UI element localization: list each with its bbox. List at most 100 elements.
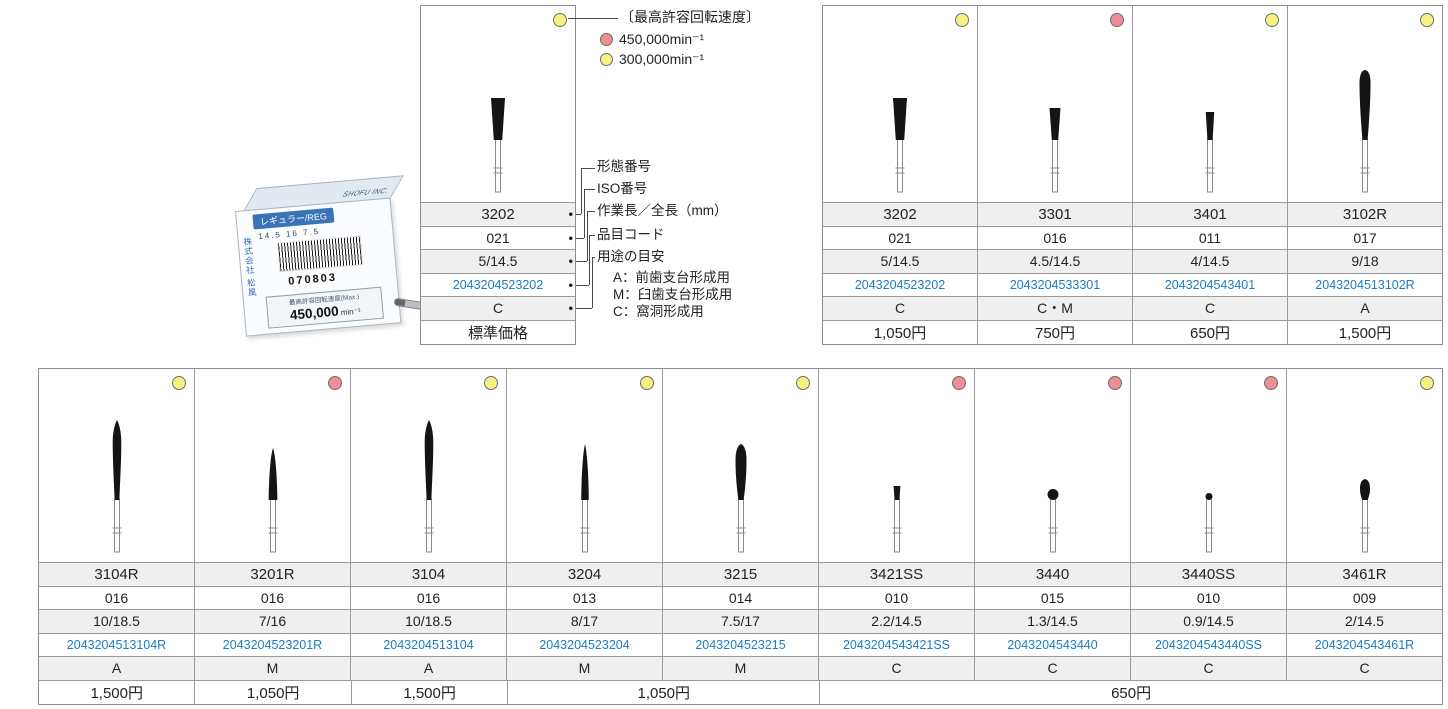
model-cell: 3104: [351, 563, 507, 586]
price-cell: 1,050円: [195, 680, 352, 704]
usage-cell: M: [663, 657, 819, 680]
connector-line: [568, 18, 618, 19]
iso-cell: 016: [978, 226, 1133, 249]
connector-line: [589, 234, 595, 236]
length-cell: 0.9/14.5: [1131, 610, 1287, 633]
length-cell: 5/14.5: [823, 250, 978, 273]
red-dot-icon: [600, 33, 613, 46]
red-speed-dot-icon: [1264, 376, 1278, 390]
usage-note-c: C：窩洞形成用: [613, 304, 704, 319]
model-cell: 3440: [975, 563, 1131, 586]
usage-cell: M: [195, 657, 351, 680]
iso-cell: 015: [975, 586, 1131, 609]
connector-line: [583, 188, 595, 190]
usage-cell: C: [1133, 297, 1288, 320]
connector-line: [581, 167, 595, 169]
model-row: 3202•: [421, 203, 575, 227]
code-cell: 2043204513102R: [1315, 277, 1415, 292]
code-cell: 2043204513104R: [39, 633, 195, 656]
row-pointer-bullet: •: [568, 277, 573, 293]
code-cell: 2043204523201R: [195, 633, 351, 656]
usage-cell: C•: [492, 300, 573, 317]
length-cell: 10/18.5: [39, 610, 195, 633]
yellow-dot-icon: [600, 53, 613, 66]
usage-cell: A: [1360, 300, 1370, 317]
length-cell: 1.3/14.5: [975, 610, 1131, 633]
package-front-face: レギュラー/REG 14.5 16 7.5 株式会社 松風 070803 最高許…: [235, 197, 402, 337]
price-cell: 1,500円: [1338, 324, 1392, 342]
connector-line: [586, 210, 595, 212]
iso-cell: 021•: [486, 229, 573, 246]
usage-cell: C: [1131, 657, 1287, 680]
bur-image-row: [421, 6, 575, 203]
code-cell: 2043204523215: [663, 633, 819, 656]
bur-illustration-cell: [663, 369, 819, 562]
bur-icon: [268, 448, 277, 553]
model-cell: 3201R: [195, 563, 351, 586]
usage-cell: C: [1359, 660, 1370, 677]
iso-row: 021•: [421, 227, 575, 250]
code-cell: 2043204513104: [351, 633, 507, 656]
model-cell: 3461R: [1342, 565, 1387, 583]
length-cell: 2/14.5: [1345, 613, 1384, 630]
bur-illustration-cell: [195, 369, 351, 562]
bur-illustration-cell: [1131, 369, 1287, 562]
bur-icon: [580, 444, 589, 553]
model-cell: 3102R: [1342, 205, 1388, 223]
model-cell: 3202•: [481, 205, 573, 223]
speed-450-label: 450,000min⁻¹: [619, 31, 705, 47]
usage-cell: A: [39, 657, 195, 680]
connector-line: [576, 308, 593, 310]
bur-icon: [491, 98, 505, 193]
field-label-iso-no: ISO番号: [597, 180, 648, 196]
connector-line: [576, 237, 584, 239]
length-cell: 7.5/17: [663, 610, 819, 633]
bur-icon: [735, 444, 746, 553]
bur-icon: [893, 98, 907, 193]
code-cell: 2043204533301: [978, 273, 1133, 296]
bur-image-row: [39, 369, 1442, 563]
length-row: 5/14.5•: [421, 250, 575, 274]
product-package-photo: SHOFU INC. レギュラー/REG 14.5 16 7.5 株式会社 松風…: [235, 175, 437, 348]
bur-illustration-cell: [819, 369, 975, 562]
length-cell: 2.2/14.5: [819, 610, 975, 633]
package-maker: 株式会社 松風: [242, 236, 258, 298]
price-cell: 650円: [1133, 320, 1288, 344]
yellow-speed-dot-icon: [1420, 376, 1434, 390]
model-cell: 3202: [823, 203, 978, 226]
yellow-speed-dot-icon: [796, 376, 810, 390]
barcode: [276, 235, 364, 273]
iso-cell: 021: [823, 226, 978, 249]
iso-cell: 013: [507, 586, 663, 609]
usage-cell: C: [823, 297, 978, 320]
connector-line: [576, 261, 587, 263]
speed-legend-item-300: 300,000min⁻¹: [600, 51, 704, 68]
usage-note-a: A：前歯支台形成用: [613, 270, 731, 285]
bur-icon: [1205, 112, 1215, 193]
length-cell: 8/17: [507, 610, 663, 633]
usage-row: C•: [421, 297, 575, 321]
bur-illustration-cell: [507, 369, 663, 562]
code-cell: 2043204523204: [507, 633, 663, 656]
row-pointer-bullet: •: [568, 230, 573, 246]
model-cell: 3204: [507, 563, 663, 586]
usage-cell: C: [975, 657, 1131, 680]
length-cell: 4/14.5: [1133, 250, 1288, 273]
price-cell: 1,500円: [352, 680, 509, 704]
usage-cell: C: [819, 657, 975, 680]
red-speed-dot-icon: [328, 376, 342, 390]
yellow-speed-dot-icon: [640, 376, 654, 390]
yellow-speed-dot-icon: [484, 376, 498, 390]
length-cell: 10/18.5: [351, 610, 507, 633]
length-cell: 7/16: [195, 610, 351, 633]
